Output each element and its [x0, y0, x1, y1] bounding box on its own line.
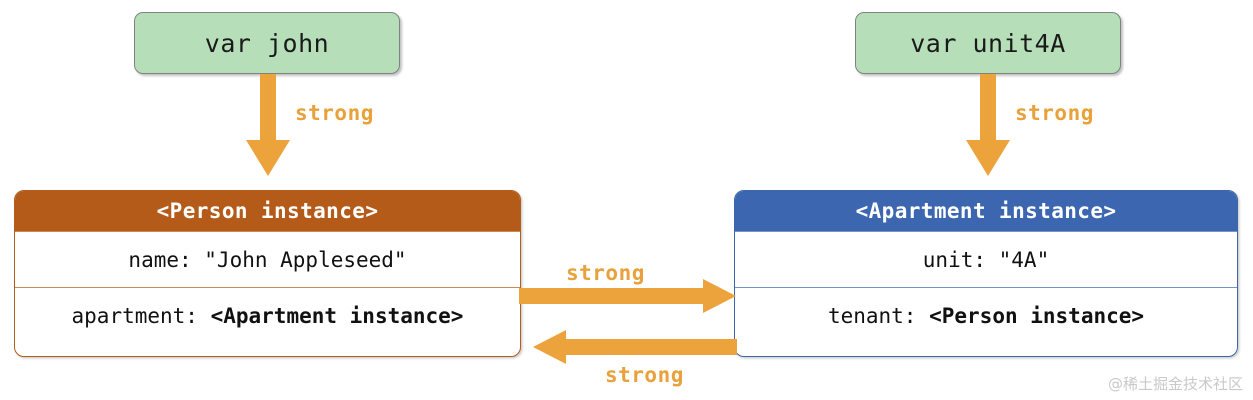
apartment-row-unit: unit: "4A" — [735, 231, 1237, 287]
apartment-row-tenant: tenant: <Person instance> — [735, 287, 1237, 343]
strong-label-john: strong — [295, 101, 374, 125]
apartment-row-tenant-key: tenant: — [827, 303, 930, 328]
arrow-left-apartment-to-person — [533, 330, 737, 364]
apartment-row-tenant-value: <Person instance> — [929, 303, 1145, 328]
person-row-apartment: apartment: <Apartment instance> — [15, 287, 520, 343]
apartment-row-unit-key: unit: — [922, 247, 999, 272]
person-row-name-key: name: — [128, 247, 205, 272]
watermark: @稀土掘金技术社区 — [1107, 375, 1243, 393]
variable-label-john: var john — [204, 28, 330, 58]
person-instance-header: <Person instance> — [15, 191, 520, 231]
apartment-instance-box: <Apartment instance> unit: "4A" tenant: … — [734, 190, 1238, 357]
person-row-name: name: "John Appleseed" — [15, 231, 520, 287]
apartment-row-unit-value: "4A" — [998, 247, 1050, 272]
apartment-instance-header: <Apartment instance> — [735, 191, 1237, 231]
strong-label-apartment-to-person: strong — [605, 363, 684, 387]
variable-label-unit4a: var unit4A — [910, 28, 1066, 58]
strong-label-unit4a: strong — [1015, 101, 1094, 125]
arrow-down-unit4a-to-apartment — [966, 74, 1010, 176]
person-row-name-value: "John Appleseed" — [204, 247, 407, 272]
person-instance-box: <Person instance> name: "John Appleseed"… — [14, 190, 521, 357]
person-row-apartment-value: <Apartment instance> — [210, 303, 464, 328]
arrow-down-john-to-person — [246, 74, 290, 176]
arrow-right-person-to-apartment — [519, 279, 736, 313]
variable-box-john: var john — [134, 12, 400, 74]
person-row-apartment-key: apartment: — [71, 303, 211, 328]
variable-box-unit4a: var unit4A — [855, 12, 1121, 74]
strong-label-person-to-apartment: strong — [566, 261, 645, 285]
